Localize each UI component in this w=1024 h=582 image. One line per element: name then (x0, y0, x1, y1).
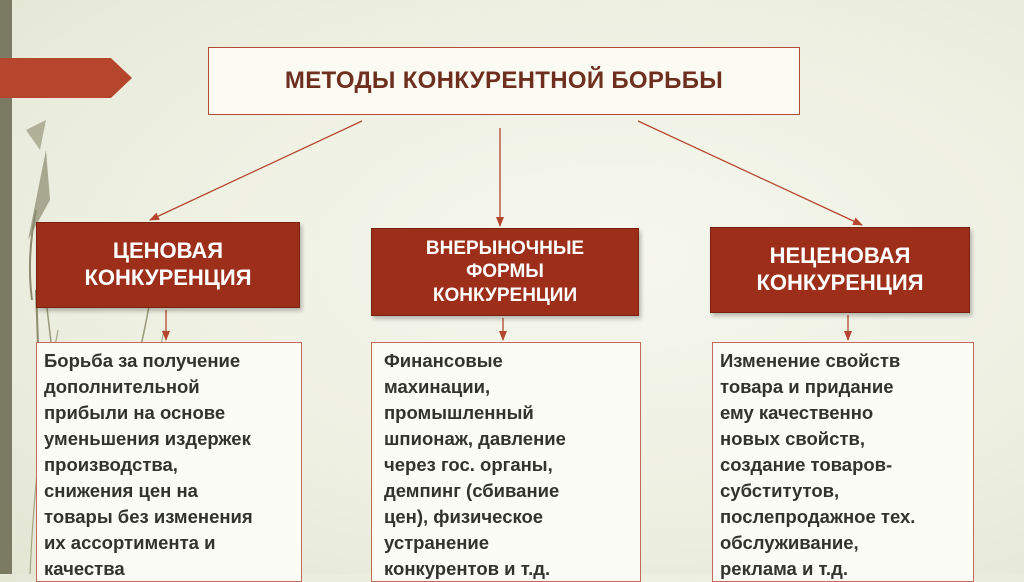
left-arrow-marker (0, 58, 132, 98)
description-text-nonmarket: Финансовые махинации, промышленный шпион… (384, 350, 566, 579)
description-nonprice: Изменение свойств товара и придание ему … (712, 342, 974, 582)
category-nonmarket-competition: ВНЕРЫНОЧНЫЕ ФОРМЫ КОНКУРЕНЦИИ (371, 228, 639, 316)
description-nonmarket: Финансовые махинации, промышленный шпион… (371, 342, 641, 582)
title-box: МЕТОДЫ КОНКУРЕНТНОЙ БОРЬБЫ (208, 47, 800, 115)
diagram-title: МЕТОДЫ КОНКУРЕНТНОЙ БОРЬБЫ (284, 67, 724, 94)
arrow-to-nonprice (637, 120, 863, 226)
left-decor-band (0, 0, 12, 574)
category-label-nonprice: НЕЦЕНОВАЯ КОНКУРЕНЦИЯ (756, 243, 924, 295)
category-nonprice-competition: НЕЦЕНОВАЯ КОНКУРЕНЦИЯ (710, 227, 970, 313)
category-label-nonmarket: ВНЕРЫНОЧНЫЕ ФОРМЫ КОНКУРЕНЦИИ (425, 238, 585, 306)
category-label-price: ЦЕНОВАЯ КОНКУРЕНЦИЯ (84, 238, 252, 290)
category-price-competition: ЦЕНОВАЯ КОНКУРЕНЦИЯ (36, 222, 300, 308)
description-text-nonprice: Изменение свойств товара и придание ему … (720, 350, 916, 579)
description-text-price: Борьба за получение дополнительной прибы… (44, 350, 253, 579)
description-price: Борьба за получение дополнительной прибы… (36, 342, 302, 582)
